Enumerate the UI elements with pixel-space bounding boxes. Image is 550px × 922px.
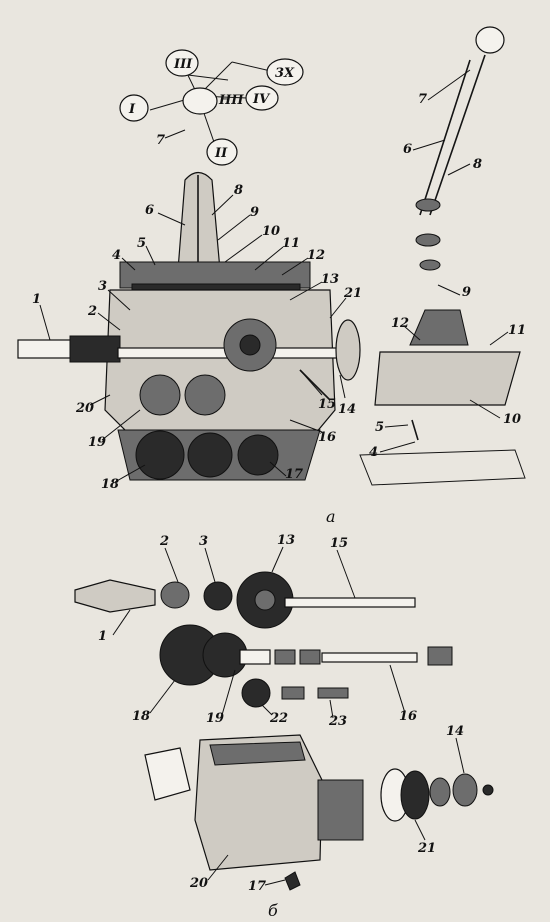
exploded-view	[74, 571, 494, 891]
lever-cover	[374, 351, 521, 406]
label-7-pattern: 7	[156, 133, 165, 148]
label-II: II	[214, 146, 228, 161]
label-7b: 7	[418, 92, 427, 107]
label-14a: 14	[338, 402, 356, 417]
label-2c: 2	[159, 534, 169, 549]
label-I: I	[128, 102, 136, 117]
caption-b: б	[268, 901, 278, 920]
shift-knob-II: II	[206, 138, 238, 166]
label-5b: 5	[375, 420, 384, 435]
rear-flange	[335, 319, 361, 381]
label-IV: IV	[252, 92, 271, 107]
label-10a: 10	[262, 224, 280, 239]
housing-gasket	[144, 747, 191, 801]
bearing-21	[400, 770, 430, 820]
label-20a: 20	[75, 401, 94, 416]
label-18a: 18	[101, 477, 119, 492]
shift-lever-assembly	[359, 26, 526, 486]
label-10b: 10	[503, 412, 521, 427]
label-15a: 15	[318, 397, 336, 412]
gearbox-assembly	[17, 171, 361, 481]
gear-22	[241, 678, 271, 708]
side-cover	[317, 779, 364, 841]
label-13a: 13	[321, 272, 339, 287]
label-4a: 4	[112, 248, 121, 263]
label-neutral: НП	[218, 93, 244, 108]
flange-14	[452, 773, 478, 807]
label-8b: 8	[473, 157, 482, 172]
label-15c: 15	[330, 536, 348, 551]
label-4b: 4	[369, 445, 378, 460]
label-19c: 19	[206, 711, 224, 726]
shift-knob-III: III	[165, 49, 199, 77]
housing-20	[194, 734, 323, 871]
label-3a: 3	[98, 279, 107, 294]
label-17a: 17	[285, 467, 303, 482]
label-8a: 8	[234, 183, 243, 198]
gasket	[359, 449, 526, 486]
label-21a: 21	[343, 286, 362, 301]
shift-knob-3X: 3X	[266, 58, 304, 86]
label-23c: 23	[328, 714, 347, 729]
label-9a: 9	[250, 205, 259, 220]
label-14c: 14	[446, 724, 464, 739]
shift-knob-neutral: НП	[182, 87, 244, 115]
label-3c: 3	[199, 534, 208, 549]
label-21c: 21	[417, 841, 436, 856]
shift-tower	[177, 171, 221, 271]
label-9b: 9	[462, 285, 471, 300]
gearbox-housing	[104, 289, 336, 441]
label-6b: 6	[403, 142, 412, 157]
shift-knob-I: I	[119, 94, 149, 122]
label-2a: 2	[87, 304, 97, 319]
shift-pattern: III 3X НП IV I II 7	[119, 49, 304, 166]
label-17c: 17	[248, 879, 266, 894]
shaft-15	[284, 597, 416, 608]
plug-17	[284, 871, 301, 891]
part-23	[317, 687, 349, 699]
label-16a: 16	[318, 430, 336, 445]
caption-a: а	[326, 507, 336, 526]
label-20c: 20	[189, 876, 208, 891]
label-11a: 11	[282, 236, 300, 251]
shift-knob-IV: IV	[245, 85, 279, 111]
label-19a: 19	[88, 435, 106, 450]
label-18c: 18	[132, 709, 150, 724]
label-13c: 13	[277, 533, 295, 548]
lever-knob	[475, 26, 505, 54]
label-12a: 12	[307, 248, 325, 263]
label-1a: 1	[32, 292, 41, 307]
label-3X: 3X	[275, 66, 295, 81]
callouts: 1 2 3 4 5 6 8 9 10 11 12 13 21 14 15 16 …	[32, 69, 526, 920]
label-6a: 6	[145, 203, 154, 218]
label-22c: 22	[269, 711, 288, 726]
label-16c: 16	[399, 709, 417, 724]
lever-boot	[409, 309, 469, 346]
label-11b: 11	[508, 323, 526, 338]
input-shaft-part	[74, 579, 156, 613]
label-1c: 1	[98, 629, 107, 644]
label-III: III	[173, 57, 193, 72]
shaft-16	[321, 652, 418, 663]
label-5a: 5	[137, 236, 146, 251]
label-12b: 12	[391, 316, 409, 331]
countershaft-gears	[135, 430, 279, 480]
